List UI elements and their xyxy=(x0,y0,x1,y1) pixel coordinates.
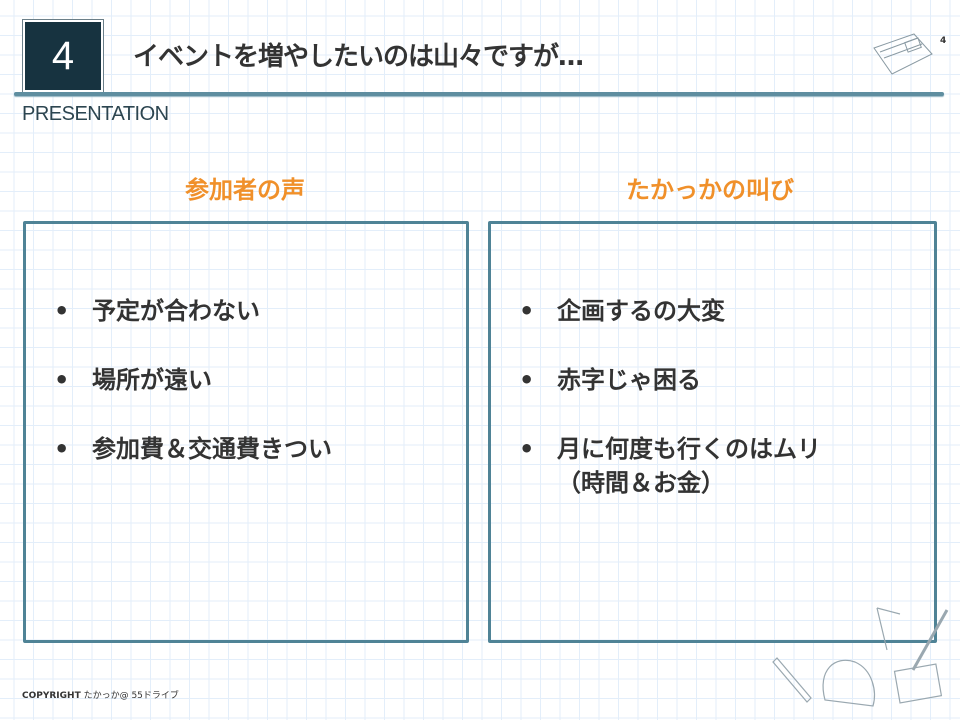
list-item: • 月に何度も行くのはムリ（時間＆お金） xyxy=(519,432,859,500)
list-item: • 赤字じゃ困る xyxy=(519,363,859,397)
book-icon xyxy=(893,663,943,704)
ruler-icon xyxy=(772,657,812,703)
slide-number-badge: 4 xyxy=(22,19,104,93)
bullet: • xyxy=(54,366,70,394)
item-text: 参加費＆交通費きつい xyxy=(92,435,332,463)
bullet: • xyxy=(519,366,535,394)
list-item: • 場所が遠い xyxy=(54,363,332,397)
page-number: 4 xyxy=(940,36,947,46)
item-text: 赤字じゃ困る xyxy=(557,366,701,394)
slide-number: 4 xyxy=(51,33,75,78)
header-divider xyxy=(14,92,944,96)
right-heading: たかっかの叫び xyxy=(626,176,794,204)
list-item: • 参加費＆交通費きつい xyxy=(54,432,332,466)
presentation-label: PRESENTATION xyxy=(22,103,169,125)
copyright: COPYRIGHT たかっか@ 55ドライブ xyxy=(22,688,179,701)
item-text: 場所が遠い xyxy=(92,366,212,394)
left-heading: 参加者の声 xyxy=(185,176,305,204)
pencil-icon xyxy=(911,609,949,671)
item-text: 月に何度も行くのはムリ（時間＆お金） xyxy=(557,435,821,497)
list-item: • 企画するの大変 xyxy=(519,294,859,328)
compass-icon xyxy=(876,607,901,651)
item-text: 企画するの大変 xyxy=(557,297,725,325)
organizer-voices-panel: • 企画するの大変 • 赤字じゃ困る • 月に何度も行くのはムリ（時間＆お金） xyxy=(488,221,937,643)
item-text: 予定が合わない xyxy=(92,297,260,325)
participant-voices-panel: • 予定が合わない • 場所が遠い • 参加費＆交通費きつい xyxy=(23,221,469,643)
protractor-icon xyxy=(822,659,876,707)
copyright-owner: たかっか@ 55ドライブ xyxy=(83,691,179,701)
bullet: • xyxy=(519,297,535,325)
list-item: • 予定が合わない xyxy=(54,294,332,328)
bullet: • xyxy=(54,435,70,463)
bullet: • xyxy=(54,297,70,325)
stationery-illustration xyxy=(772,607,949,707)
slide-title: イベントを増やしたいのは山々ですが… xyxy=(133,42,584,72)
copyright-label: COPYRIGHT xyxy=(22,691,81,701)
bullet: • xyxy=(519,435,535,463)
pencil-case-icon xyxy=(873,33,933,75)
